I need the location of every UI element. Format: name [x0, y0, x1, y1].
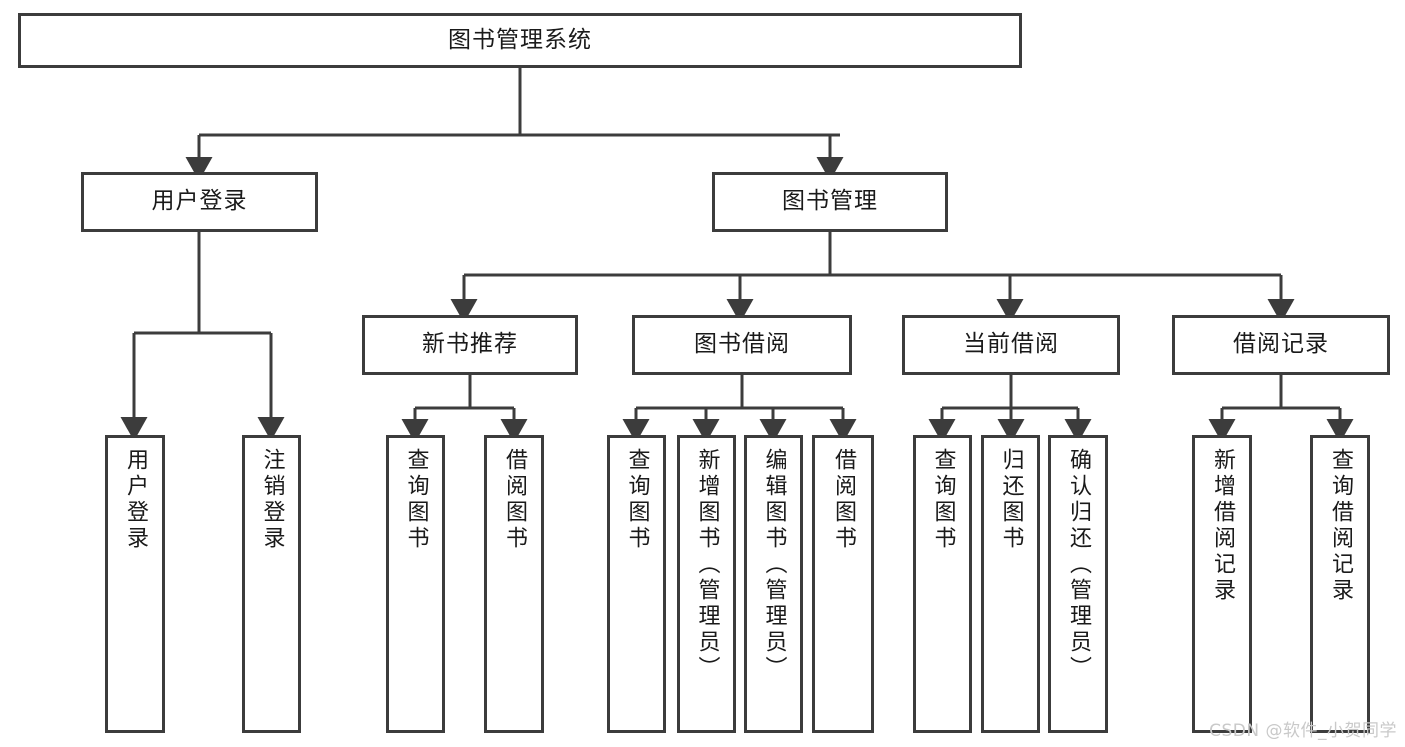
- leaf-book-borrow-query-book[interactable]: 查询图书: [607, 435, 666, 733]
- node-label: 注销登录: [259, 448, 285, 552]
- node-label: 新增借阅记录: [1210, 448, 1235, 604]
- node-label: 查询图书: [930, 448, 956, 552]
- node-label: 图书借阅: [694, 331, 790, 358]
- leaf-new-book-query-book[interactable]: 查询图书: [386, 435, 445, 733]
- node-label: 图书管理: [782, 188, 878, 215]
- node-label: 图书管理系统: [448, 26, 592, 53]
- node-user-login[interactable]: 用户登录: [81, 172, 318, 232]
- node-root-book-management-system[interactable]: 图书管理系统: [18, 13, 1022, 68]
- leaf-book-borrow-borrow-book[interactable]: 借阅图书: [812, 435, 874, 733]
- node-label: 查询图书: [403, 448, 429, 552]
- node-label: 借阅记录: [1233, 331, 1329, 358]
- leaf-book-borrow-add-book-admin[interactable]: 新增图书（管理员）: [677, 435, 736, 733]
- leaf-current-borrow-return-book[interactable]: 归还图书: [981, 435, 1040, 733]
- node-label: 归还图书: [998, 448, 1024, 552]
- node-book-management[interactable]: 图书管理: [712, 172, 948, 232]
- node-borrow-record[interactable]: 借阅记录: [1172, 315, 1390, 375]
- node-label: 当前借阅: [963, 331, 1059, 358]
- node-book-borrow[interactable]: 图书借阅: [632, 315, 852, 375]
- leaf-user-login-login[interactable]: 用户登录: [105, 435, 165, 733]
- node-label: 编辑图书（管理员）: [761, 448, 787, 682]
- leaf-current-borrow-confirm-return-admin[interactable]: 确认归还（管理员）: [1048, 435, 1108, 733]
- leaf-user-login-logout[interactable]: 注销登录: [242, 435, 301, 733]
- node-label: 查询图书: [624, 448, 650, 552]
- node-current-borrow[interactable]: 当前借阅: [902, 315, 1120, 375]
- node-label: 用户登录: [151, 188, 248, 215]
- leaf-borrow-record-add-record[interactable]: 新增借阅记录: [1192, 435, 1252, 733]
- leaf-borrow-record-query-record[interactable]: 查询借阅记录: [1310, 435, 1370, 733]
- leaf-current-borrow-query-book[interactable]: 查询图书: [913, 435, 972, 733]
- node-label: 借阅图书: [831, 448, 856, 552]
- node-label: 新增图书（管理员）: [694, 448, 720, 682]
- node-label: 用户登录: [123, 448, 148, 552]
- node-new-book-recommend[interactable]: 新书推荐: [362, 315, 578, 375]
- node-label: 确认归还（管理员）: [1066, 448, 1091, 682]
- leaf-new-book-borrow-book[interactable]: 借阅图书: [484, 435, 544, 733]
- node-label: 借阅图书: [502, 448, 527, 552]
- leaf-book-borrow-edit-book-admin[interactable]: 编辑图书（管理员）: [744, 435, 803, 733]
- node-label: 新书推荐: [422, 331, 518, 358]
- watermark: CSDN @软件_小贺同学: [1209, 721, 1397, 741]
- node-label: 查询借阅记录: [1328, 448, 1353, 604]
